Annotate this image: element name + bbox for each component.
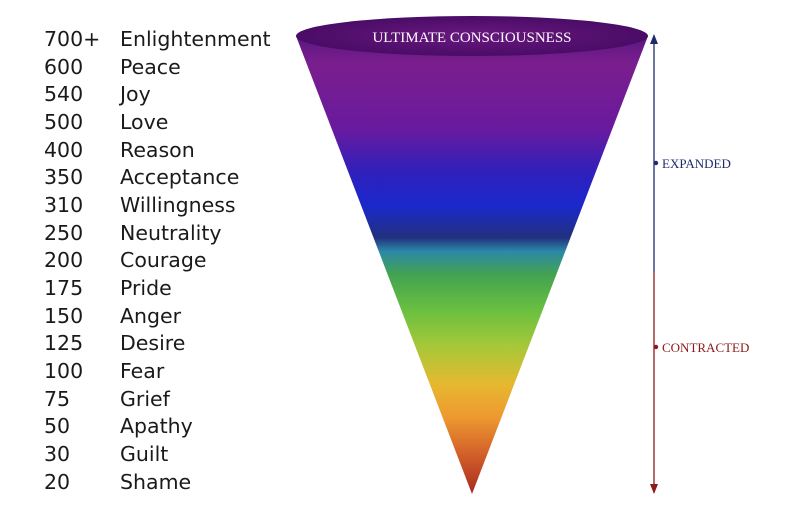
level-value: 125 [44,331,84,356]
level-value: 350 [44,165,84,190]
level-row: 540 Joy [44,80,304,108]
level-label: Enlightenment [120,26,271,51]
level-value: 175 [44,276,84,301]
level-value: 200 [44,248,84,273]
level-value: 400 [44,137,84,162]
level-value: 310 [44,192,84,217]
expanded-label: EXPANDED [662,156,731,171]
level-label: Pride [120,276,172,301]
level-row: 75 Grief [44,385,304,413]
down-arrow-icon [650,484,658,494]
consciousness-levels-list: 700+ Enlightenment 600 Peace 540 Joy 500… [44,25,304,496]
contracted-scale: CONTRACTED [650,272,749,494]
level-label: Willingness [120,192,236,217]
level-label: Acceptance [120,165,240,190]
level-label: Courage [120,248,207,273]
level-row: 250 Neutrality [44,219,304,247]
level-value: 50 [44,414,71,439]
level-label: Love [120,109,169,134]
level-row: 500 Love [44,108,304,136]
contracted-marker-dot [653,344,659,350]
level-row: 600 Peace [44,53,304,81]
cone-title: ULTIMATE CONSCIOUSNESS [372,30,571,46]
level-row: 50 Apathy [44,413,304,441]
level-value: 100 [44,359,84,384]
level-label: Shame [120,469,192,494]
cone-top-ellipse [296,16,648,56]
level-value: 250 [44,220,84,245]
level-row: 20 Shame [44,468,304,496]
level-label: Joy [120,82,151,107]
level-row: 150 Anger [44,302,304,330]
level-row: 125 Desire [44,330,304,358]
level-label: Apathy [120,414,193,439]
contracted-label: CONTRACTED [662,340,749,355]
level-value: 600 [44,54,84,79]
level-label: Desire [120,331,186,356]
cone-body [296,36,648,494]
up-arrow-icon [650,34,658,44]
level-row: 400 Reason [44,136,304,164]
level-label: Fear [120,359,165,384]
level-value: 700+ [44,26,101,51]
level-value: 30 [44,442,71,467]
level-value: 75 [44,386,71,411]
level-row: 350 Acceptance [44,163,304,191]
level-value: 500 [44,109,84,134]
level-label: Anger [120,303,182,328]
level-row: 100 Fear [44,357,304,385]
expanded-scale: EXPANDED [650,34,731,272]
level-value: 20 [44,469,71,494]
level-row: 175 Pride [44,274,304,302]
level-label: Reason [120,137,195,162]
level-label: Grief [120,386,170,411]
expanded-marker-dot [653,160,659,166]
level-label: Guilt [120,442,169,467]
level-row: 200 Courage [44,247,304,275]
level-value: 150 [44,303,84,328]
level-label: Peace [120,54,181,79]
level-label: Neutrality [120,220,222,245]
level-row: 30 Guilt [44,440,304,468]
level-row: 310 Willingness [44,191,304,219]
level-value: 540 [44,82,84,107]
level-row: 700+ Enlightenment [44,25,304,53]
